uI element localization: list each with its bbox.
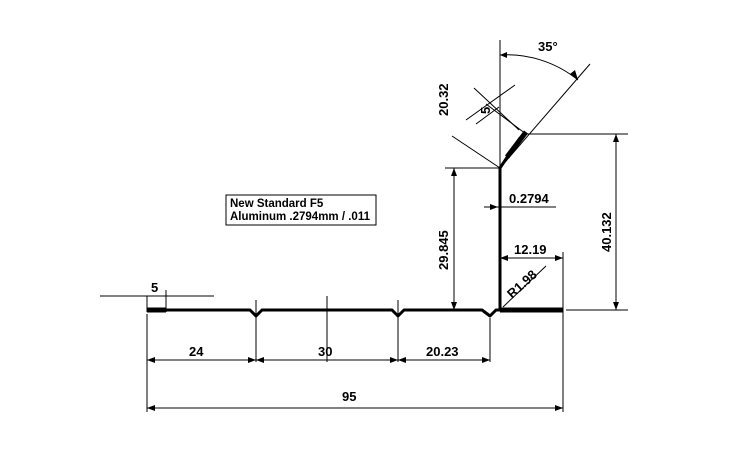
segment-3-label: 20.23 (426, 344, 459, 359)
total-height-dimension: 40.132 (526, 133, 628, 311)
inner-height-label: 29.845 (436, 230, 451, 270)
total-height-label: 40.132 (599, 212, 614, 252)
segment-dimensions: 24 30 20.23 (146, 252, 564, 412)
profile-line (147, 137, 522, 318)
note-line-1: New Standard F5 (230, 198, 324, 210)
note-line-2: Aluminum .2794mm / .011 (230, 211, 371, 223)
flange-width-label: 12.19 (514, 242, 547, 257)
bend-radius-label: R1.98 (504, 267, 540, 301)
hem-dimension: 5 (100, 280, 214, 312)
bend-radius-callout: R1.98 (502, 265, 547, 308)
angle-label: 35° (538, 39, 558, 54)
angle-dimension: 35° (499, 39, 591, 169)
thickness-dimension: 0.2794 (484, 191, 556, 210)
segment-2-label: 30 (318, 344, 332, 359)
hem-length-label: 5 (151, 280, 158, 295)
angled-leg-dimension: 20.32 5 (436, 83, 527, 169)
angled-hem-label: 5 (478, 107, 493, 114)
material-note: New Standard F5 Aluminum .2794mm / .011 (225, 194, 377, 226)
overall-width-dimension: 95 (147, 389, 563, 411)
flange-width-dimension: 12.19 (500, 242, 563, 261)
segment-1-label: 24 (189, 344, 204, 359)
overall-width-label: 95 (342, 389, 356, 404)
angled-leg-label: 20.32 (436, 83, 451, 116)
inner-height-dimension: 29.845 (436, 167, 500, 310)
thickness-label: 0.2794 (509, 191, 550, 206)
top-hem (505, 130, 528, 159)
